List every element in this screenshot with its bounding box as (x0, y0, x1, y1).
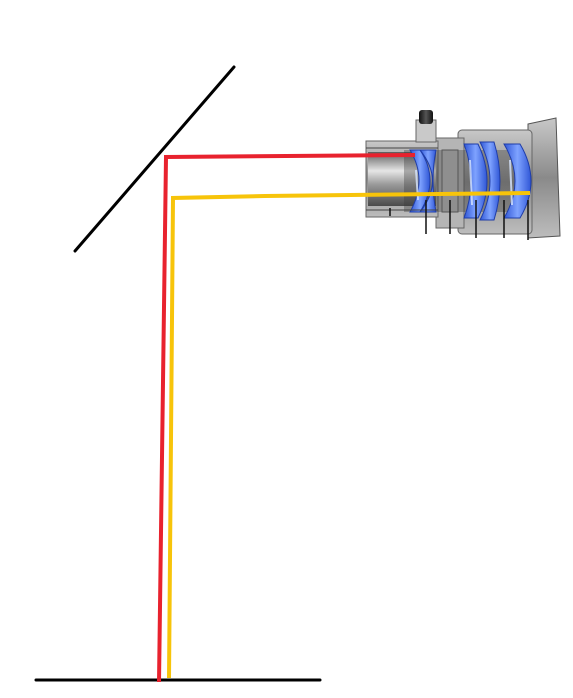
light-ray (167, 191, 531, 679)
light-ray (157, 153, 416, 683)
mirror (73, 65, 236, 253)
eyepiece-cutaway (365, 110, 561, 240)
